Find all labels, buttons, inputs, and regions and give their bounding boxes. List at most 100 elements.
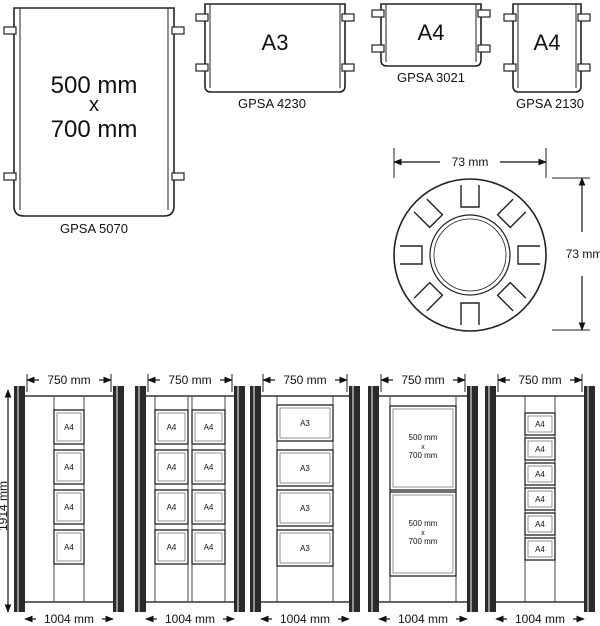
pocket-label: A3 <box>300 504 310 513</box>
pocket-label: 500 mm <box>409 433 438 442</box>
display-height-dim: 1914 mm <box>0 481 10 531</box>
pocket-label: A3 <box>300 419 310 428</box>
display-post <box>113 386 124 612</box>
display-pocket <box>191 489 226 525</box>
clip-icon <box>503 13 517 22</box>
pocket-label: A4 <box>204 543 214 552</box>
pocket-inner <box>527 540 553 558</box>
pocket-inner <box>527 515 553 533</box>
display-pocket <box>53 409 85 445</box>
pocket-label: A4 <box>167 543 177 552</box>
display-pocket <box>191 529 226 565</box>
display-pocket <box>276 489 334 527</box>
display-dimensions: 1914 mm <box>0 389 12 613</box>
display-width-dim: 750 mm <box>47 373 90 387</box>
clip-icon <box>371 9 385 18</box>
clip-icon <box>195 13 209 22</box>
display-base-dim: 1004 mm <box>398 612 448 626</box>
profile-slot <box>517 245 540 265</box>
pocket-inner <box>56 532 82 562</box>
profile-height-dim: 73 mm <box>566 247 600 261</box>
display-pocket <box>53 489 85 525</box>
pocket-label: A4 <box>64 463 74 472</box>
display-pocket <box>524 512 556 536</box>
clip-icon <box>577 13 591 22</box>
pocket-inner <box>392 408 454 488</box>
clip-icon <box>341 13 355 22</box>
pocket-label: A4 <box>535 420 545 429</box>
display-pocket <box>191 449 226 485</box>
pocket-label: x <box>421 530 425 537</box>
pocket-label: 700 mm <box>409 451 438 460</box>
pocket-label: A4 <box>64 423 74 432</box>
profile-slot <box>496 198 527 229</box>
profile-width-dim: 73 mm <box>452 155 489 169</box>
display-pocket <box>154 409 189 445</box>
pocket-label: A4 <box>204 503 214 512</box>
display-pocket <box>389 405 457 491</box>
pocket-inner <box>392 494 454 574</box>
display-width-dim: 750 mm <box>518 373 561 387</box>
profile-slot <box>460 302 480 325</box>
display-post <box>368 386 379 612</box>
profile-shape <box>393 178 547 332</box>
pocket-inner <box>194 492 223 522</box>
display-post <box>584 386 595 612</box>
pocket-inner <box>157 452 186 482</box>
display-post <box>485 386 496 612</box>
display-pocket <box>524 412 556 436</box>
pocket-inner <box>157 532 186 562</box>
display-post <box>467 386 478 612</box>
pocket-label: A4 <box>204 463 214 472</box>
clip-icon <box>577 63 591 72</box>
display-pocket <box>191 409 226 445</box>
pocket-inner <box>56 452 82 482</box>
display-post <box>349 386 360 612</box>
holder-code: GPSA 4230 <box>238 96 306 111</box>
clip-icon <box>477 44 491 53</box>
profile-slot <box>460 185 480 208</box>
pocket-label: A4 <box>64 543 74 552</box>
holder-size-line2: x <box>89 94 99 116</box>
profile-core-inner <box>433 218 507 292</box>
profile-slot <box>496 281 527 312</box>
pocket-label: 700 mm <box>409 537 438 546</box>
clip-icon <box>3 172 17 181</box>
display-pocket <box>53 529 85 565</box>
display-pocket <box>524 537 556 561</box>
pocket-inner <box>56 412 82 442</box>
holder-code: GPSA 5070 <box>60 221 128 236</box>
pocket-inner <box>527 465 553 483</box>
profile-core <box>429 214 511 296</box>
display-pocket <box>154 529 189 565</box>
pocket-label: A4 <box>167 503 177 512</box>
holder-code: GPSA 3021 <box>397 70 465 85</box>
pocket-label: A4 <box>167 423 177 432</box>
pocket-inner <box>194 532 223 562</box>
profile-slot <box>413 281 444 312</box>
display-base-dim: 1004 mm <box>44 612 94 626</box>
display-pocket <box>524 437 556 461</box>
holder-a3: A3 GPSA 4230 <box>195 3 355 111</box>
display-pocket <box>154 449 189 485</box>
clip-icon <box>341 63 355 72</box>
display-base-dim: 1004 mm <box>280 612 330 626</box>
pocket-inner <box>279 492 331 524</box>
pocket-inner <box>194 412 223 442</box>
holder-size: A3 <box>262 30 289 55</box>
display-pocket <box>276 529 334 567</box>
display-width-dim: 750 mm <box>283 373 326 387</box>
profile-slot <box>400 245 423 265</box>
pocket-label: A4 <box>64 503 74 512</box>
pocket-label: 500 mm <box>409 519 438 528</box>
pocket-inner <box>157 412 186 442</box>
display-pocket <box>154 489 189 525</box>
pocket-label: A3 <box>300 544 310 553</box>
profile-slot <box>413 198 444 229</box>
